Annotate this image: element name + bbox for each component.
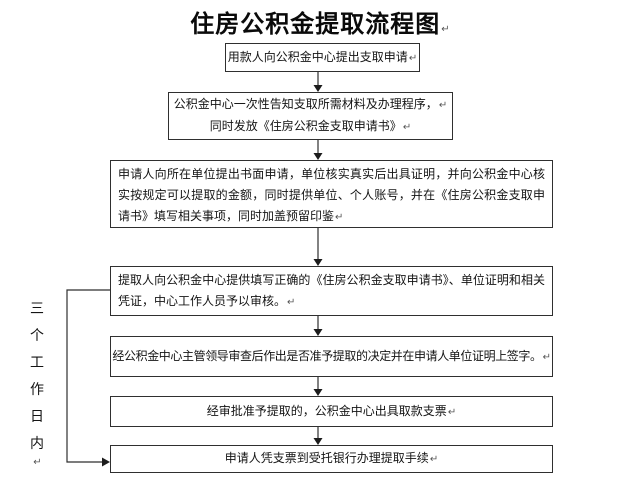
arrow-down-4 xyxy=(313,316,323,336)
bypass-bracket-line xyxy=(66,289,110,467)
paragraph-mark-icon: ↵ xyxy=(542,351,551,363)
arrow-down-1 xyxy=(313,72,323,92)
paragraph-mark-icon: ↵ xyxy=(438,100,448,111)
flow-step-text: 用款人向公积金中心提出支取申请↵ xyxy=(227,49,418,64)
arrow-down-5 xyxy=(313,377,323,396)
page-title: 住房公积金提取流程图↵ xyxy=(0,4,641,39)
side-label-char: 三 xyxy=(30,300,44,316)
flow-step-text-line: 同时发放《住房公积金支取申请书》↵ xyxy=(209,119,412,133)
side-label-char: 内 xyxy=(30,435,44,451)
flow-step-text: 申请人向所在单位提出书面申请，单位核实真实后出具证明，并向公积金中心核实按规定可… xyxy=(118,167,545,223)
side-label-char: 工 xyxy=(30,354,44,370)
paragraph-mark-icon: ↵ xyxy=(441,24,451,35)
arrow-down-2 xyxy=(313,140,323,160)
side-label-char: 个 xyxy=(30,327,44,343)
flow-step-unit-application: 申请人向所在单位提出书面申请，单位核实真实后出具证明，并向公积金中心核实按规定可… xyxy=(110,160,553,228)
side-label-char: 日 xyxy=(30,408,44,424)
flow-step-bank-withdrawal: 申请人凭支票到受托银行办理提取手续↵ xyxy=(110,445,553,473)
paragraph-mark-icon: ↵ xyxy=(33,457,42,468)
page-title-text: 住房公积金提取流程图 xyxy=(190,11,441,38)
flow-step-text: 经审批准予提取的，公积金中心出具取款支票↵ xyxy=(206,403,457,418)
flow-step-center-review: 提取人向公积金中心提供填写正确的《住房公积金支取申请书》、单位证明和相关凭证，中… xyxy=(110,266,553,316)
flow-step-text: 提取人向公积金中心提供填写正确的《住房公积金支取申请书》、单位证明和相关凭证，中… xyxy=(118,273,545,308)
arrow-down-6 xyxy=(313,427,323,445)
bypass-arrowhead xyxy=(102,457,110,467)
paragraph-mark-icon: ↵ xyxy=(429,454,439,465)
side-label-char: 作 xyxy=(30,381,44,397)
paragraph-mark-icon: ↵ xyxy=(335,212,344,223)
flow-step-leader-approval: 经公积金中心主管领导审查后作出是否准予提取的决定并在申请人单位证明上签字。↵ xyxy=(110,336,553,377)
paragraph-mark-icon: ↵ xyxy=(402,122,412,133)
arrow-down-3 xyxy=(313,228,323,266)
paragraph-mark-icon: ↵ xyxy=(447,406,457,418)
flow-step-center-inform: 公积金中心一次性告知支取所需材料及办理程序，↵ 同时发放《住房公积金支取申请书》… xyxy=(168,92,453,140)
flow-step-text: 经公积金中心主管领导审查后作出是否准予提取的决定并在申请人单位证明上签字。↵ xyxy=(112,348,551,363)
flow-step-issue-check: 经审批准予提取的，公积金中心出具取款支票↵ xyxy=(110,396,553,427)
flow-step-text-line: 公积金中心一次性告知支取所需材料及办理程序，↵ xyxy=(173,97,448,111)
paragraph-mark-icon: ↵ xyxy=(408,52,418,64)
paragraph-mark-icon: ↵ xyxy=(287,297,296,308)
flow-step-submit-application: 用款人向公积金中心提出支取申请↵ xyxy=(225,43,420,72)
flow-step-text: 申请人凭支票到受托银行办理提取手续↵ xyxy=(224,451,439,465)
side-label-three-working-days: 三 个 工 作 日 内 ↵ xyxy=(27,295,47,469)
